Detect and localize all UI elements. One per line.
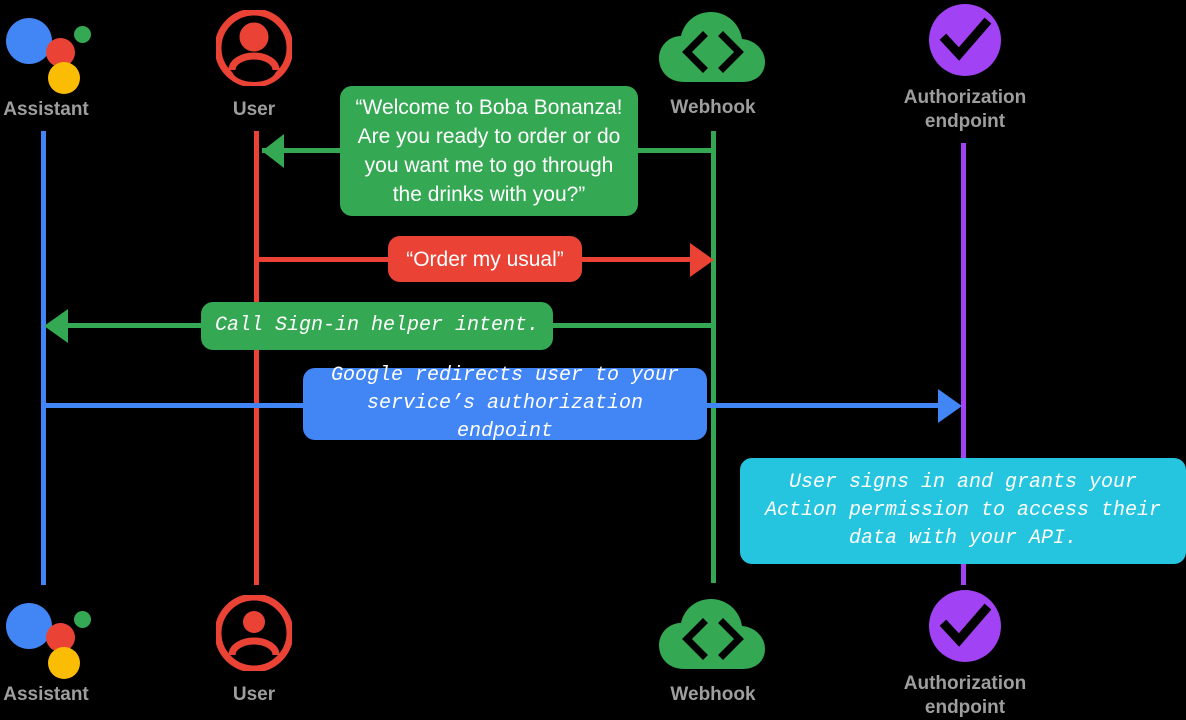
- user-avatar-icon: [214, 8, 294, 88]
- actor-label-assistant-bottom: Assistant: [3, 684, 89, 705]
- cloud-code-svg-bottom: [659, 599, 765, 669]
- actor-label-user-top: User: [232, 99, 276, 120]
- assistant-blue-dot-icon-bottom: [6, 603, 52, 649]
- actor-label-assistant-top: Assistant: [3, 99, 89, 120]
- arrowhead-order-my-usual: [690, 243, 714, 277]
- actor-label-authorization-top: Authorization endpoint: [903, 87, 1027, 132]
- purple-check-circle-icon-bottom: [927, 588, 1003, 664]
- lifeline-user: [254, 131, 259, 585]
- actor-label-webhook-bottom: Webhook: [670, 684, 756, 705]
- assistant-yellow-dot-icon: [48, 62, 80, 94]
- actor-label-user-bottom: User: [232, 684, 276, 705]
- assistant-green-dot-icon: [74, 26, 91, 43]
- arrowhead-google-redirects: [938, 389, 962, 423]
- assistant-green-dot-icon-bottom: [74, 611, 91, 628]
- purple-check-circle-icon: [927, 2, 1003, 78]
- cloud-code-svg: [659, 12, 765, 82]
- arrowhead-call-signin-helper: [44, 309, 68, 343]
- actor-label-webhook-top: Webhook: [670, 97, 756, 118]
- google-assistant-icon-bottom: [2, 593, 94, 679]
- purple-check-circle-svg: [929, 4, 1001, 76]
- message-bubble-order-my-usual: “Order my usual”: [388, 236, 582, 282]
- user-avatar-icon-bottom: [214, 593, 294, 673]
- message-bubble-user-signs-in: User signs in and grants your Action per…: [740, 458, 1186, 564]
- arrowhead-welcome: [262, 134, 284, 168]
- lifeline-assistant: [41, 131, 46, 585]
- lifeline-webhook: [711, 131, 716, 583]
- user-avatar-svg-bottom: [214, 593, 294, 673]
- lifeline-authorization: [961, 143, 966, 585]
- user-avatar-svg: [214, 8, 294, 88]
- assistant-yellow-dot-icon-bottom: [48, 647, 80, 679]
- message-bubble-google-redirects: Google redirects user to your service’s …: [303, 364, 707, 443]
- assistant-blue-dot-icon: [6, 18, 52, 64]
- message-bubble-welcome: “Welcome to Boba Bonanza! Are you ready …: [340, 86, 638, 216]
- message-bubble-call-signin-helper: Call Sign-in helper intent.: [201, 302, 553, 350]
- cloud-code-icon-bottom: [657, 595, 769, 675]
- purple-check-circle-svg-bottom: [929, 590, 1001, 662]
- actor-label-authorization-bottom: Authorization endpoint: [903, 673, 1027, 718]
- cloud-code-icon: [657, 8, 769, 88]
- google-assistant-icon: [2, 8, 94, 94]
